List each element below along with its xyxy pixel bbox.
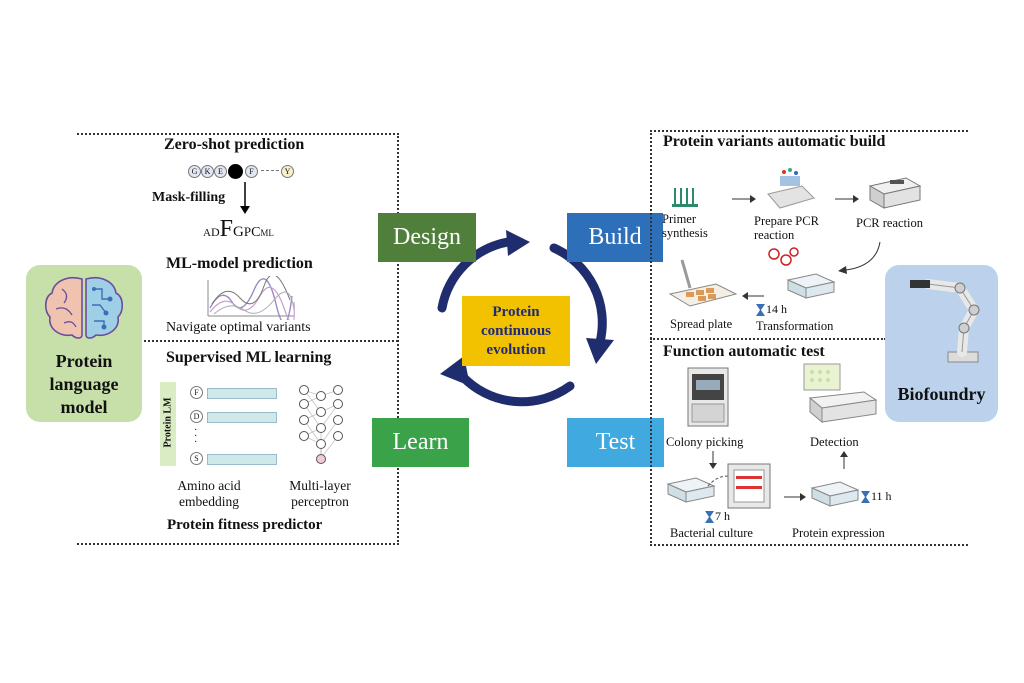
logo-letter: G — [232, 224, 244, 240]
mask-filling-label: Mask-filling — [152, 190, 226, 205]
primer-icon — [672, 188, 698, 207]
build-phase: Build — [567, 213, 663, 262]
ellipsis-dash — [261, 170, 279, 171]
brain-icon — [44, 277, 124, 339]
pcr-reaction-label: PCR reaction — [856, 216, 924, 230]
primer-label: Primer synthesis — [662, 212, 708, 240]
colony-picking-label: Colony picking — [666, 435, 744, 449]
learn-phase: Learn — [372, 418, 469, 467]
sequence-tokens: G K E F Y — [188, 164, 318, 180]
arrow-up-icon — [840, 451, 848, 469]
amino-acid-token: K — [201, 165, 214, 178]
panel-divider — [650, 338, 886, 340]
panel-divider — [140, 340, 398, 342]
incubator-icon — [727, 463, 771, 509]
biofoundry-label: Biofoundry — [897, 384, 986, 404]
design-phase: Design — [378, 213, 476, 262]
hourglass-icon — [705, 511, 714, 523]
arrow-right-icon — [784, 493, 806, 501]
logo-letter: A — [203, 227, 211, 239]
sequence-logo: ADFGPCML — [203, 216, 274, 242]
arrow-down-icon — [709, 451, 717, 469]
transformation-time: 14 h — [766, 302, 787, 316]
mlp-network-icon — [299, 385, 343, 464]
amino-acid-embedding-label: Amino acid embedding — [177, 478, 241, 509]
embedding-bar — [207, 412, 277, 423]
detection-label: Detection — [810, 435, 859, 449]
amino-acid-token: F — [245, 165, 258, 178]
plate-stack-icon — [786, 273, 836, 299]
logo-letter: P — [243, 224, 252, 239]
amino-acid-token: E — [214, 165, 227, 178]
colony-picker-icon — [687, 367, 729, 427]
down-arrow-icon — [240, 182, 250, 214]
amino-acid-token: D — [190, 410, 203, 423]
test-phase: Test — [567, 418, 664, 467]
continuous-evolution-box: Protein continuous evolution — [462, 296, 570, 366]
logo-letter: M — [260, 228, 269, 238]
amino-acid-token: Y — [281, 165, 294, 178]
pcr-machine-icon — [868, 177, 922, 209]
bacterial-culture-label: Bacterial culture — [670, 526, 753, 540]
plate-reader-icon — [803, 363, 878, 424]
hourglass-icon — [861, 491, 870, 503]
logo-letter: D — [210, 225, 220, 239]
zero-shot-title: Zero-shot prediction — [164, 136, 305, 153]
navigate-label: Navigate optimal variants — [166, 320, 311, 335]
hourglass-icon — [756, 304, 765, 316]
protein-language-model-label: Protein language model — [49, 351, 119, 417]
fitness-landscape-icon — [207, 276, 295, 320]
spread-plate-icon — [668, 259, 738, 307]
build-title: Protein variants automatic build — [663, 133, 886, 150]
ml-model-title: ML-model prediction — [166, 255, 313, 272]
culture-time: 7 h — [715, 509, 730, 523]
amino-acid-token: F — [190, 386, 203, 399]
embedding-bar — [207, 388, 277, 399]
test-title: Function automatic test — [663, 343, 825, 360]
arrow-right-icon — [732, 195, 756, 203]
logo-letter: L — [268, 228, 274, 238]
amino-acid-token: S — [190, 452, 203, 465]
transformation-label: Transformation — [756, 319, 834, 333]
protein-expression-label: Protein expression — [792, 526, 885, 540]
spread-plate-label: Spread plate — [670, 317, 733, 331]
protein-language-model-box — [26, 265, 142, 422]
prepare-pcr-label: Prepare PCR reaction — [754, 214, 819, 242]
arrow-left-icon — [742, 292, 764, 300]
masked-token — [228, 164, 243, 179]
vertical-ellipsis: ··· — [194, 425, 198, 448]
logo-letter: F — [219, 216, 233, 242]
culture-plates-icon — [666, 477, 716, 503]
biofoundry-box — [885, 265, 998, 422]
design-learn-panel — [77, 133, 399, 545]
fitness-predictor-title: Protein fitness predictor — [167, 517, 323, 533]
amino-acid-token: G — [188, 165, 201, 178]
pcr-plate-icon — [767, 168, 815, 209]
protein-lm-bar — [160, 382, 176, 466]
logo-letter: C — [251, 225, 261, 240]
cells-icon — [768, 247, 799, 266]
mlp-label: Multi-layer perceptron — [289, 478, 351, 509]
protein-lm-label: Protein LM — [162, 397, 174, 448]
supervised-title: Supervised ML learning — [166, 349, 332, 366]
robot-arm-icon — [910, 279, 980, 363]
curved-arrow-icon — [838, 241, 881, 274]
embedding-bar — [207, 454, 277, 465]
arrow-right-icon — [835, 195, 859, 203]
expression-plates-icon — [810, 481, 860, 507]
expression-time: 11 h — [871, 489, 892, 503]
